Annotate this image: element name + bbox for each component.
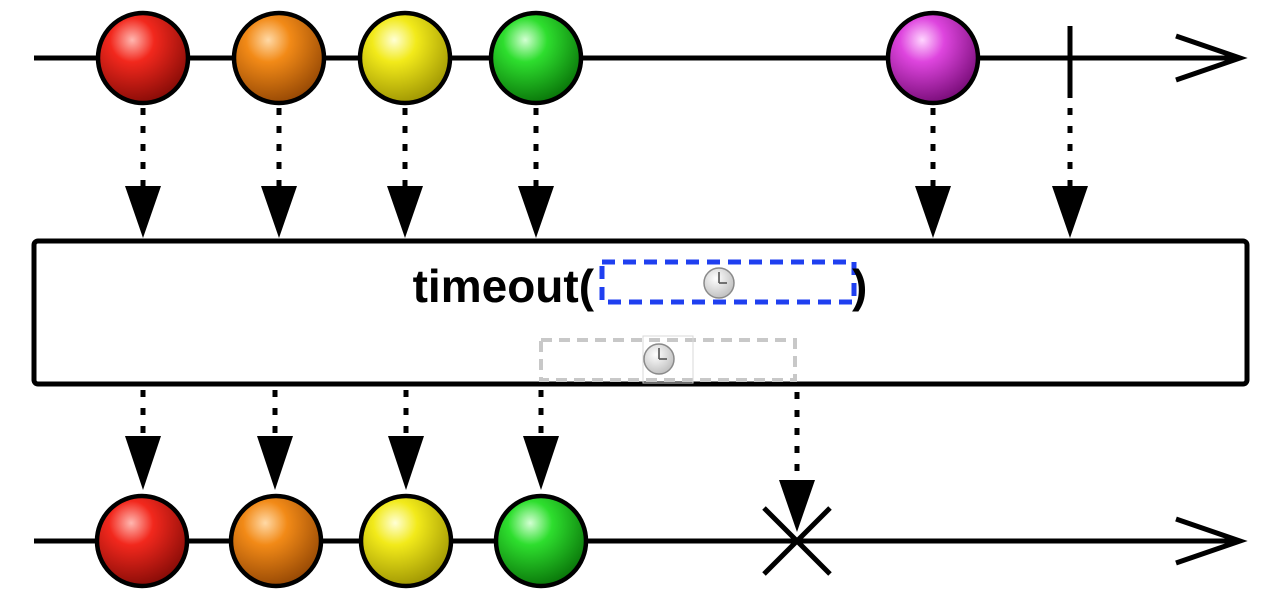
input-timeline	[34, 33, 1248, 83]
input-marble-green	[488, 10, 584, 106]
duration-parameter-box	[599, 259, 857, 305]
output-marble-yellow	[358, 493, 454, 589]
input-marbles	[95, 10, 1073, 106]
input-marble-magenta	[885, 10, 981, 106]
output-marble-red	[94, 493, 190, 589]
clock-icon	[703, 267, 735, 299]
input-arrowheads	[125, 186, 1088, 238]
timeout-clock-frame	[642, 335, 694, 384]
operator-box	[31, 238, 1250, 387]
output-timeline	[34, 516, 1248, 566]
input-marble-red	[95, 10, 191, 106]
output-marble-orange	[228, 493, 324, 589]
output-marbles	[94, 493, 589, 589]
output-marble-green	[493, 493, 589, 589]
input-arrows	[140, 108, 1073, 190]
timeout-window-box	[539, 338, 797, 382]
input-marble-orange	[231, 10, 327, 106]
clock-icon	[643, 343, 675, 375]
output-arrowheads	[125, 436, 815, 532]
output-error-mark	[762, 506, 832, 576]
output-arrows	[140, 390, 800, 484]
input-marble-yellow	[357, 10, 453, 106]
